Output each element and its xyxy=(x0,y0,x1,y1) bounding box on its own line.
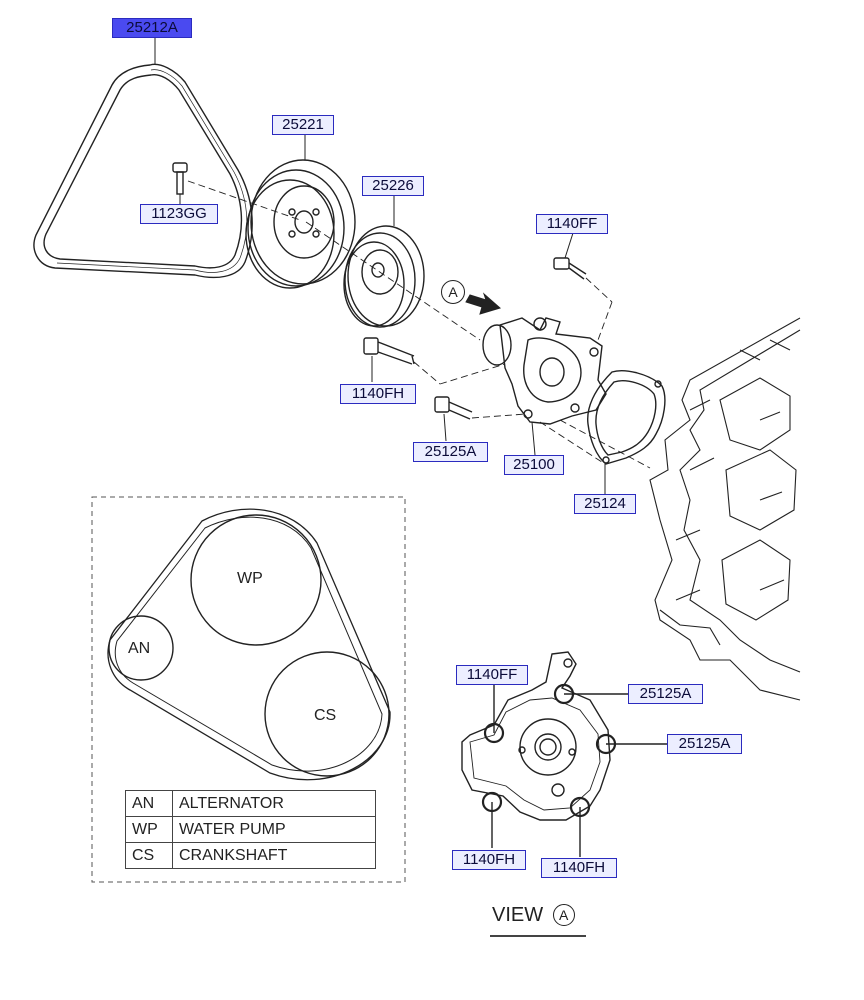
part-label-1140fh-view-1[interactable]: 1140FH xyxy=(452,850,526,870)
part-label-1140fh[interactable]: 1140FH xyxy=(340,384,416,404)
legend-row: AN ALTERNATOR xyxy=(125,790,376,817)
wp-small-circle xyxy=(108,615,174,681)
bolt-1123gg xyxy=(172,162,188,195)
view-a-caption: VIEW A xyxy=(492,904,575,927)
part-label-1140ff[interactable]: 1140FF xyxy=(536,214,608,234)
legend-code: WP xyxy=(125,816,173,843)
part-label-25125a-view-1[interactable]: 25125A xyxy=(628,684,703,704)
bolt-25125a xyxy=(434,396,473,420)
engine-block xyxy=(649,317,801,701)
legend-row: CS CRANKSHAFT xyxy=(125,842,376,869)
crankshaft-pulley xyxy=(245,159,356,289)
part-label-1123gg[interactable]: 1123GG xyxy=(140,204,218,224)
part-label-1140ff-view[interactable]: 1140FF xyxy=(456,665,528,685)
view-reference-marker: A xyxy=(441,280,465,304)
view-marker: A xyxy=(552,904,575,926)
pump-gasket xyxy=(587,370,666,465)
part-label-25226[interactable]: 25226 xyxy=(362,176,424,196)
part-label-1140fh-view-2[interactable]: 1140FH xyxy=(541,858,617,878)
direction-arrow xyxy=(465,292,502,315)
part-label-25221[interactable]: 25221 xyxy=(272,115,334,135)
belt-routing-path xyxy=(107,508,391,781)
an-circle-label: AN xyxy=(128,640,151,657)
drive-belt xyxy=(33,63,253,279)
legend-code: CS xyxy=(125,842,173,869)
part-label-25212a[interactable]: 25212A xyxy=(112,18,192,38)
view-caption-underline xyxy=(490,935,586,937)
leader-lines xyxy=(154,36,606,494)
crankshaft-circle xyxy=(264,651,390,777)
part-label-25100[interactable]: 25100 xyxy=(504,455,564,475)
bolt-1140fh xyxy=(363,337,415,365)
legend-code: AN xyxy=(125,790,173,817)
water-pump-body xyxy=(482,317,607,425)
belt-routing-box xyxy=(91,496,406,883)
part-label-25125a-view-2[interactable]: 25125A xyxy=(667,734,742,754)
view-a-pump xyxy=(461,651,668,857)
wp-circle-label: WP xyxy=(237,570,263,587)
belt-legend-table: AN ALTERNATOR WP WATER PUMP CS CRANKSHAF… xyxy=(125,790,376,869)
alternator-circle xyxy=(190,514,322,646)
alignment-lines xyxy=(187,180,651,469)
cs-circle-label: CS xyxy=(314,707,337,724)
water-pump-pulley xyxy=(343,225,425,328)
bolt-1140ff xyxy=(553,257,587,280)
legend-row: WP WATER PUMP xyxy=(125,816,376,843)
part-label-25124[interactable]: 25124 xyxy=(574,494,636,514)
legend-description: ALTERNATOR xyxy=(172,790,376,817)
part-label-25125a[interactable]: 25125A xyxy=(413,442,488,462)
legend-description: CRANKSHAFT xyxy=(172,842,376,869)
legend-description: WATER PUMP xyxy=(172,816,376,843)
view-title-text: VIEW xyxy=(492,904,544,926)
